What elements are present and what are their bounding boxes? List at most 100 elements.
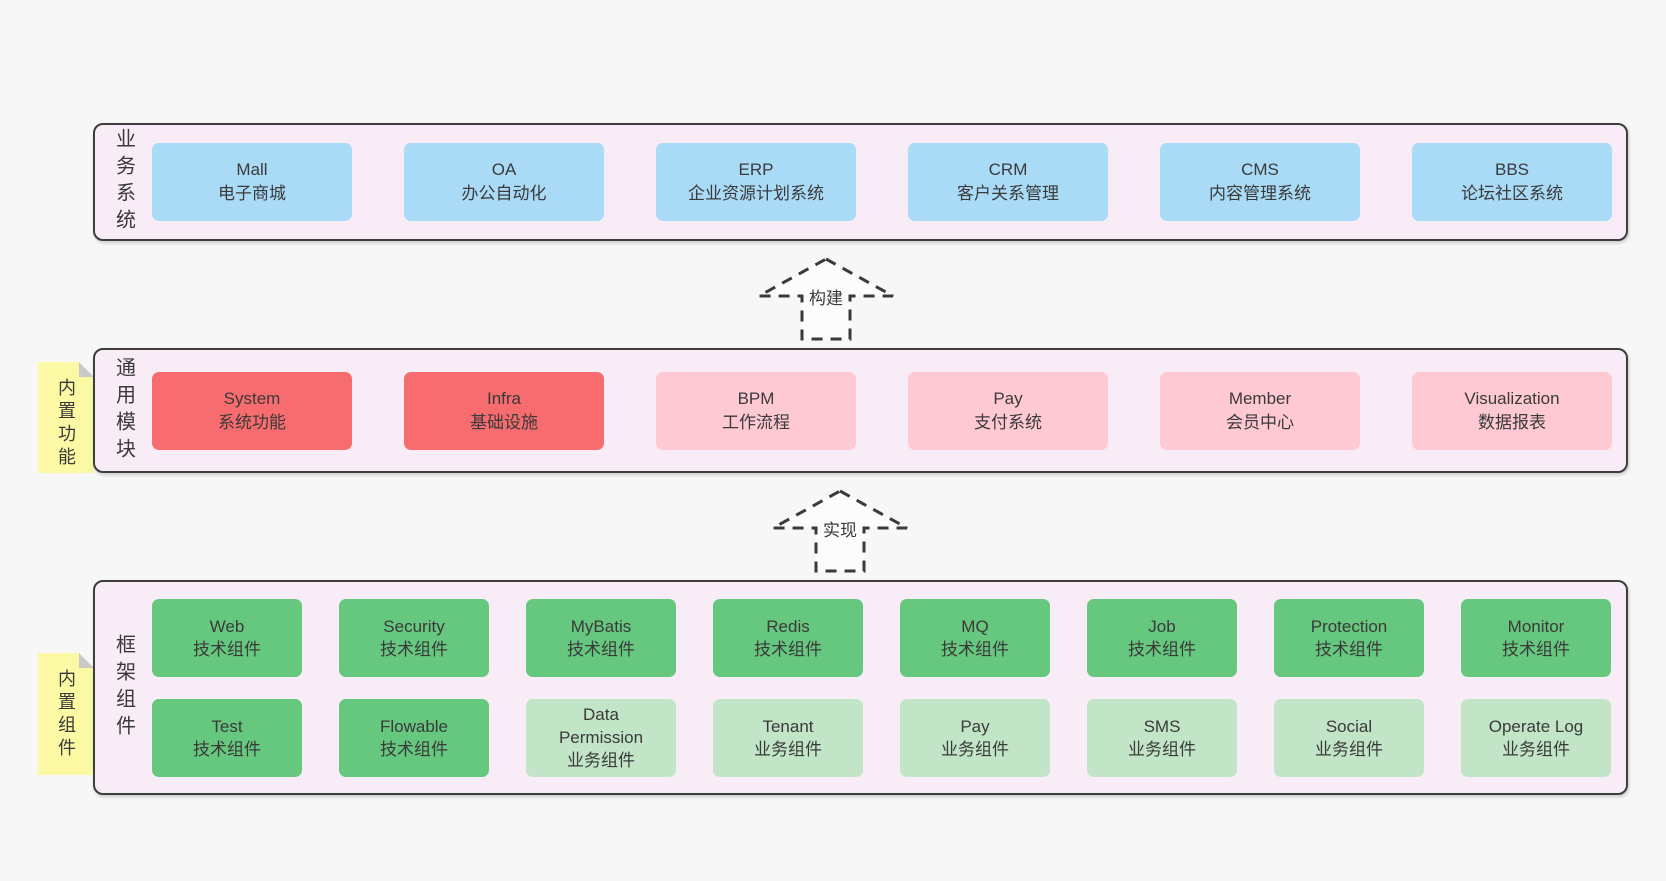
box-title: MyBatis — [570, 616, 632, 636]
box-subtitle: 业务组件 — [1502, 739, 1570, 759]
framework-row-business: Test 技术组件 Flowable 技术组件 Data Permission … — [152, 698, 1611, 777]
box-title: OA — [491, 160, 517, 179]
panel-label: 通用模块 — [112, 356, 135, 465]
box-mq: MQ 技术组件 — [900, 598, 1050, 677]
box-title: Monitor — [1507, 616, 1565, 636]
common-modules-row: System 系统功能 Infra 基础设施 BPM 工作流程 Pay 支付系统… — [152, 371, 1612, 450]
box-pay: Pay 支付系统 — [908, 371, 1108, 450]
box-subtitle: 业务组件 — [941, 739, 1009, 759]
note-text: 内置组件 — [56, 669, 76, 761]
box-title: CMS — [1241, 160, 1279, 179]
box-subtitle: 技术组件 — [380, 639, 448, 659]
box-subtitle: 会员中心 — [1226, 412, 1294, 432]
panel-label: 业务系统 — [112, 128, 135, 236]
panel-framework-components: 框架组件 Web 技术组件 Security 技术组件 MyBatis 技术组件… — [93, 580, 1628, 795]
arrow-implement: 实现 — [770, 488, 910, 574]
box-title: BBS — [1494, 160, 1530, 179]
panel-label-column: 业务系统 — [95, 128, 152, 236]
box-title: Test — [211, 716, 243, 736]
box-pay-business: Pay 业务组件 — [900, 698, 1050, 777]
box-title: Flowable — [379, 716, 449, 736]
box-oa: OA 办公自动化 — [404, 143, 604, 221]
box-title: Member — [1228, 388, 1292, 408]
box-tenant: Tenant 业务组件 — [713, 698, 863, 777]
box-subtitle: 办公自动化 — [461, 184, 547, 203]
box-title: System — [223, 388, 281, 408]
note-fold-corner-icon — [79, 362, 94, 377]
box-title: Security — [383, 616, 445, 636]
box-title: Tenant — [762, 716, 814, 736]
box-web: Web 技术组件 — [152, 598, 302, 677]
panel-label: 框架组件 — [112, 633, 135, 742]
box-mybatis: MyBatis 技术组件 — [526, 598, 676, 677]
framework-row-technical: Web 技术组件 Security 技术组件 MyBatis 技术组件 Redi… — [152, 598, 1611, 677]
box-title: Protection — [1310, 616, 1388, 636]
box-security: Security 技术组件 — [339, 598, 489, 677]
box-erp: ERP 企业资源计划系统 — [656, 143, 856, 221]
box-job: Job 技术组件 — [1087, 598, 1237, 677]
arrow-build: 构建 — [756, 256, 896, 342]
box-test: Test 技术组件 — [152, 698, 302, 777]
box-subtitle: 系统功能 — [218, 412, 286, 432]
box-subtitle: 技术组件 — [193, 739, 261, 759]
box-subtitle: 数据报表 — [1478, 412, 1546, 432]
box-subtitle: 技术组件 — [380, 739, 448, 759]
box-title: Web — [209, 616, 245, 636]
box-data-permission: Data Permission 业务组件 — [526, 698, 676, 777]
box-title: Redis — [766, 616, 810, 636]
box-title: SMS — [1143, 716, 1181, 736]
box-bpm: BPM 工作流程 — [656, 371, 856, 450]
box-protection: Protection 技术组件 — [1274, 598, 1424, 677]
box-subtitle: 业务组件 — [1128, 739, 1196, 759]
box-subtitle: 业务组件 — [754, 739, 822, 759]
panel-label-column: 通用模块 — [95, 357, 152, 465]
box-subtitle: 业务组件 — [567, 751, 635, 770]
box-subtitle: 技术组件 — [567, 639, 635, 659]
box-subtitle: 工作流程 — [722, 412, 790, 432]
box-subtitle: 基础设施 — [470, 412, 538, 432]
panel-business-systems: 业务系统 Mall 电子商城 OA 办公自动化 ERP 企业资源计划系统 CRM — [93, 123, 1628, 241]
box-title: BPM — [737, 388, 775, 408]
box-subtitle: 技术组件 — [754, 639, 822, 659]
box-title: Operate Log — [1488, 716, 1584, 736]
box-operate-log: Operate Log 业务组件 — [1461, 698, 1611, 777]
box-title: Job — [1148, 616, 1176, 636]
box-subtitle: 电子商城 — [218, 184, 286, 203]
arrow-label: 实现 — [823, 521, 857, 540]
box-monitor: Monitor 技术组件 — [1461, 598, 1611, 677]
box-social: Social 业务组件 — [1274, 698, 1424, 777]
box-subtitle: 技术组件 — [193, 639, 261, 659]
box-bbs: BBS 论坛社区系统 — [1412, 143, 1612, 221]
sticky-note-builtin-features: 内置功能 — [38, 362, 94, 473]
box-subtitle: 客户关系管理 — [957, 184, 1059, 203]
box-sms: SMS 业务组件 — [1087, 698, 1237, 777]
box-infra: Infra 基础设施 — [404, 371, 604, 450]
box-crm: CRM 客户关系管理 — [908, 143, 1108, 221]
box-visualization: Visualization 数据报表 — [1412, 371, 1612, 450]
box-flowable: Flowable 技术组件 — [339, 698, 489, 777]
sticky-note-builtin-components: 内置组件 — [38, 653, 94, 775]
box-title: ERP — [738, 160, 774, 179]
box-subtitle: 技术组件 — [1128, 639, 1196, 659]
arrow-up-icon: 构建 — [758, 257, 894, 341]
note-text: 内置功能 — [56, 378, 76, 470]
box-title: Pay — [993, 388, 1023, 408]
box-member: Member 会员中心 — [1160, 371, 1360, 450]
arrow-up-icon: 实现 — [772, 489, 908, 573]
box-title: Visualization — [1464, 388, 1560, 408]
box-redis: Redis 技术组件 — [713, 598, 863, 677]
box-mall: Mall 电子商城 — [152, 143, 352, 221]
box-subtitle: 论坛社区系统 — [1461, 184, 1563, 203]
note-fold-corner-icon — [79, 653, 94, 668]
box-subtitle: 技术组件 — [1502, 639, 1570, 659]
box-subtitle: 支付系统 — [974, 412, 1042, 432]
box-title: Pay — [960, 716, 990, 736]
box-subtitle: 内容管理系统 — [1209, 184, 1311, 203]
box-title: CRM — [988, 160, 1028, 179]
box-title: MQ — [961, 616, 989, 636]
arrow-label: 构建 — [809, 289, 843, 308]
business-systems-row: Mall 电子商城 OA 办公自动化 ERP 企业资源计划系统 CRM 客户关系… — [152, 143, 1612, 221]
box-subtitle: 技术组件 — [941, 639, 1009, 659]
box-cms: CMS 内容管理系统 — [1160, 143, 1360, 221]
